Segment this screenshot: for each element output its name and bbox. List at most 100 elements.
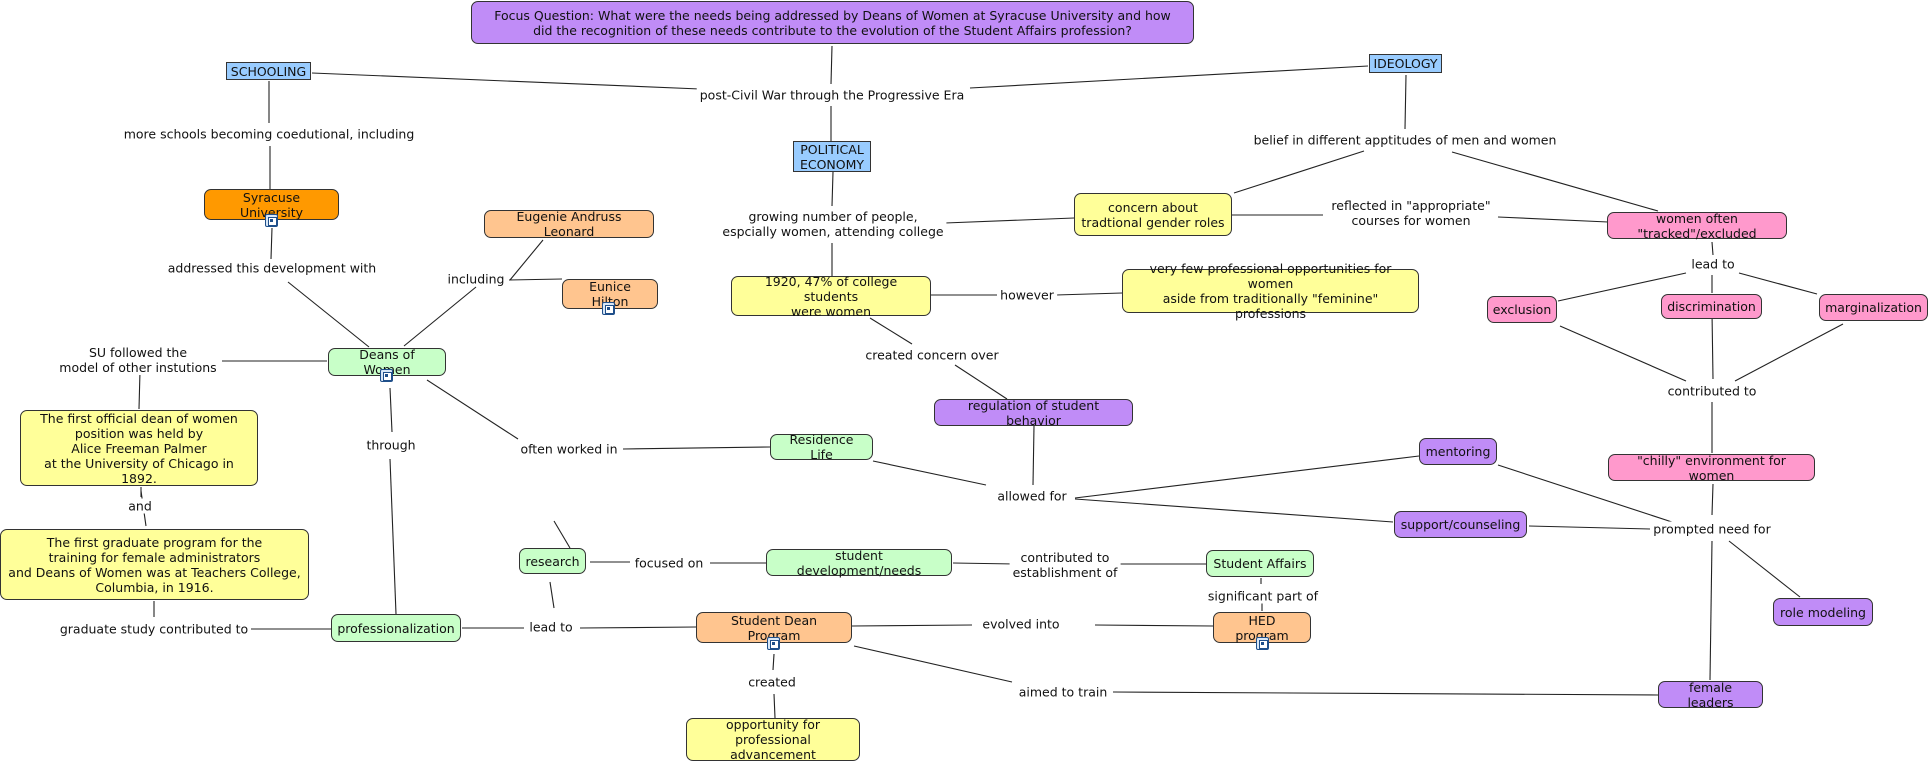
regulation-student-behavior-node[interactable]: regulation of student behavior — [934, 398, 1133, 428]
first-grad-program-fact-node[interactable]: The first graduate program for the train… — [0, 529, 309, 600]
linking-phrase: focused on — [631, 555, 707, 571]
link — [622, 446, 771, 450]
research-node[interactable]: research — [519, 548, 586, 574]
link — [389, 458, 397, 615]
linking-phrase: contributed to establishment of — [1009, 550, 1121, 580]
link — [773, 693, 776, 719]
female-leaders-node[interactable]: female leaders — [1658, 680, 1763, 710]
link — [1711, 241, 1714, 256]
political-economy-node[interactable]: POLITICAL ECONOMY — [793, 141, 871, 172]
linking-phrase: including — [444, 271, 508, 287]
women-tracked-node[interactable]: women often "tracked"/excluded — [1607, 211, 1787, 241]
link — [944, 217, 1075, 224]
link — [1734, 323, 1844, 382]
exclusion-node[interactable]: exclusion — [1487, 296, 1557, 323]
link — [1233, 150, 1365, 194]
link — [1738, 272, 1818, 295]
opportunity-advancement-node[interactable]: opportunity for professional advancement — [686, 717, 860, 762]
linking-phrase: addressed this development with — [164, 260, 380, 276]
marginalization-node[interactable]: marginalization — [1819, 294, 1928, 321]
ideology-node[interactable]: IDEOLOGY — [1369, 54, 1442, 73]
student-development-node[interactable]: student development/needs — [766, 548, 952, 578]
linking-phrase: SU followed the model of other instution… — [56, 345, 220, 375]
eugenie-andruss-leonard-node[interactable]: Eugenie Andruss Leonard — [484, 209, 654, 239]
link — [1451, 151, 1659, 212]
linking-phrase: created — [745, 674, 799, 690]
link — [969, 65, 1369, 89]
linking-phrase: aimed to train — [1015, 684, 1111, 700]
resource-document-icon[interactable] — [380, 369, 393, 382]
link — [1497, 216, 1609, 223]
syracuse-university-node[interactable]: Syracuse University — [204, 189, 339, 220]
link — [1497, 464, 1673, 523]
discrimination-node[interactable]: discrimination — [1661, 294, 1762, 319]
linking-phrase: prompted need for — [1650, 521, 1774, 537]
link — [138, 370, 141, 410]
linking-phrase: lead to — [526, 619, 576, 635]
first-dean-fact-node[interactable]: The first official dean of women positio… — [20, 410, 258, 486]
support-counseling-node[interactable]: support/counseling — [1394, 511, 1527, 538]
linking-phrase: lead to — [1688, 256, 1738, 272]
link — [1709, 540, 1713, 681]
link — [1404, 74, 1407, 130]
concern-gender-roles-node[interactable]: concern about tradtional gender roles — [1074, 193, 1232, 236]
link — [270, 227, 273, 260]
link — [426, 379, 519, 440]
link — [1112, 691, 1659, 696]
chilly-environment-node[interactable]: "chilly" environment for women — [1608, 453, 1815, 483]
resource-document-icon[interactable] — [602, 302, 615, 315]
link — [831, 171, 834, 207]
linking-phrase: and — [125, 498, 155, 514]
link — [579, 626, 697, 629]
focus-question-node[interactable]: Focus Question: What were the needs bein… — [471, 1, 1194, 44]
professionalization-node[interactable]: professionalization — [331, 614, 461, 642]
link — [1032, 425, 1035, 486]
residence-life-node[interactable]: Residence Life — [770, 432, 873, 462]
resource-document-icon[interactable] — [1256, 637, 1269, 650]
role-modeling-node[interactable]: role modeling — [1773, 598, 1873, 626]
mentoring-node[interactable]: mentoring — [1419, 438, 1497, 465]
linking-phrase: graduate study contributed to — [56, 621, 252, 637]
linking-phrase: significant part of — [1204, 588, 1322, 604]
linking-phrase: reflected in "appropriate" courses for w… — [1328, 198, 1494, 228]
linking-phrase: created concern over — [862, 347, 1002, 363]
link — [772, 653, 775, 671]
schooling-node[interactable]: SCHOOLING — [226, 62, 311, 80]
link — [389, 387, 393, 433]
link — [1711, 483, 1714, 516]
link — [287, 281, 370, 348]
stat-1920-node[interactable]: 1920, 47% of college students were women — [731, 274, 931, 319]
linking-phrase: often worked in — [517, 441, 621, 457]
link — [553, 520, 571, 549]
link — [509, 239, 544, 281]
link — [830, 45, 833, 85]
link — [853, 645, 1013, 683]
linking-phrase: belief in different apptitudes of men an… — [1250, 132, 1560, 148]
link — [872, 460, 987, 486]
linking-phrase: post-Civil War through the Progressive E… — [696, 87, 968, 103]
hed-program-node[interactable]: HED program — [1213, 612, 1311, 643]
linking-phrase: more schools becoming coedutional, inclu… — [120, 126, 418, 142]
link — [549, 581, 555, 609]
link — [1711, 311, 1714, 380]
link — [851, 624, 973, 627]
link — [954, 364, 1008, 400]
link — [1528, 525, 1651, 530]
link — [1074, 498, 1394, 523]
link — [1074, 455, 1420, 499]
few-opportunities-node[interactable]: very few professional opportunities for … — [1122, 261, 1419, 321]
linking-phrase: through — [363, 437, 419, 453]
linking-phrase: growing number of people, espcially wome… — [719, 209, 947, 239]
resource-document-icon[interactable] — [265, 214, 278, 227]
link — [508, 278, 563, 281]
link — [1559, 325, 1687, 382]
student-affairs-node[interactable]: Student Affairs — [1206, 550, 1314, 577]
linking-phrase: evolved into — [979, 616, 1063, 632]
resource-document-icon[interactable] — [767, 637, 780, 650]
link — [1557, 272, 1687, 302]
link — [311, 72, 701, 90]
link — [403, 286, 477, 347]
linking-phrase: contributed to — [1664, 383, 1760, 399]
linking-phrase: allowed for — [994, 488, 1070, 504]
